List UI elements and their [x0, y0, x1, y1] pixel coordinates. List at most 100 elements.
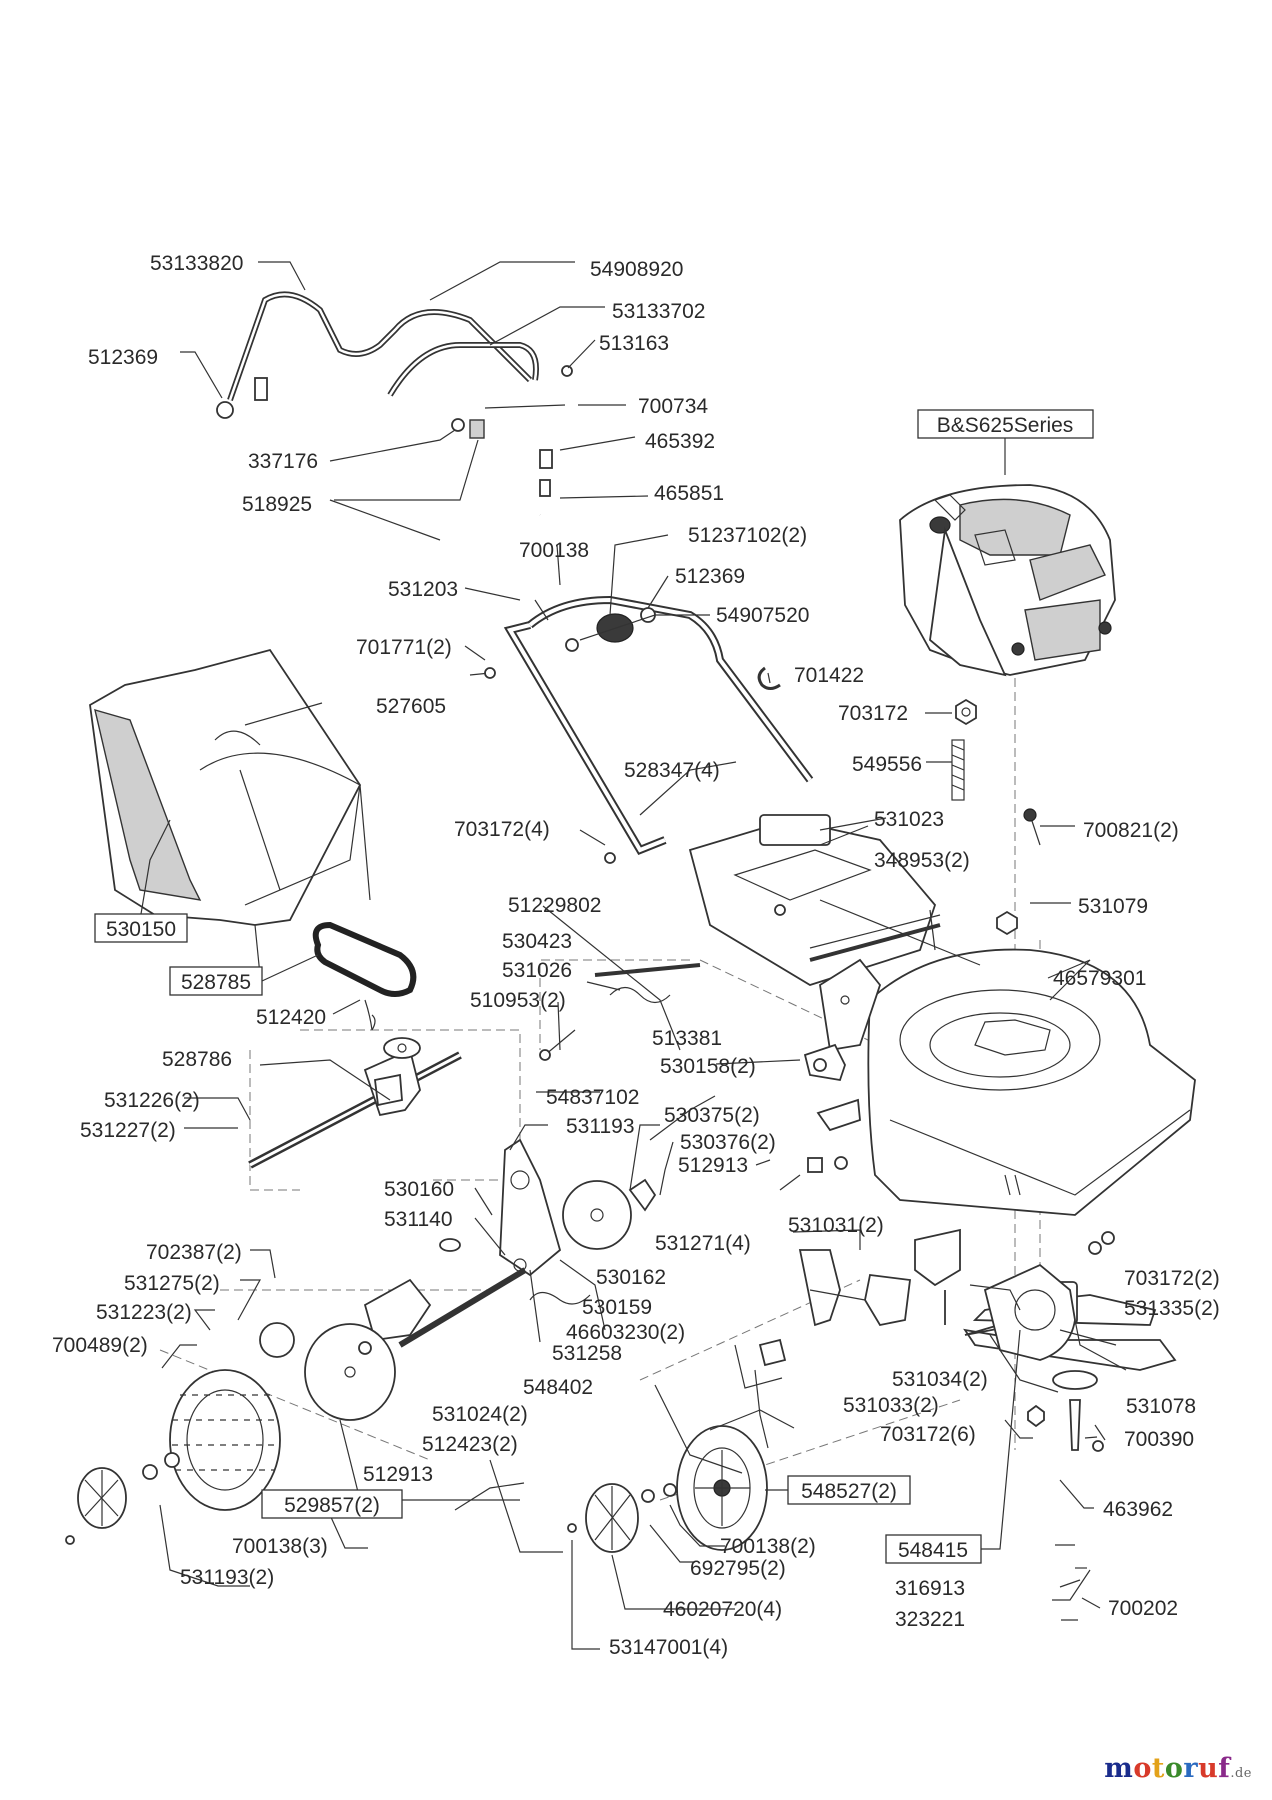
part-label: 549556 — [852, 753, 922, 776]
part-label: 703172(2) — [1124, 1267, 1220, 1290]
part-label: 512420 — [256, 1006, 326, 1029]
part-label: 548402 — [523, 1376, 593, 1399]
part-label: 531140 — [384, 1208, 453, 1231]
part-labels: 53133820 54908920 53133702 512369 513163… — [52, 252, 1220, 1659]
rear-hubcap — [65, 1452, 180, 1545]
engine-assembly — [899, 484, 1116, 677]
part-label-boxed: 548415 — [898, 1539, 968, 1562]
part-label: 703172(4) — [454, 818, 550, 841]
part-label: 46603230(2) — [566, 1321, 685, 1344]
part-label: 46020720(4) — [663, 1598, 782, 1621]
bail-lever — [216, 291, 573, 497]
part-label: 531033(2) — [843, 1394, 939, 1417]
part-label: 531335(2) — [1124, 1297, 1220, 1320]
part-label: 53133702 — [612, 300, 705, 323]
part-label: 465392 — [645, 430, 715, 453]
part-label: 527605 — [376, 695, 446, 718]
part-label: 530162 — [596, 1266, 666, 1289]
part-label: 512369 — [675, 565, 745, 588]
part-label: 531079 — [1078, 895, 1148, 918]
part-label: 530158(2) — [660, 1055, 756, 1078]
part-label: 54837102 — [546, 1086, 639, 1109]
spring-and-fasteners — [951, 698, 1041, 936]
part-label: 700138 — [519, 539, 589, 562]
part-label: 530160 — [384, 1178, 454, 1201]
part-label: 512913 — [363, 1463, 433, 1486]
part-label: 316913 — [895, 1577, 965, 1600]
part-label: 531275(2) — [124, 1272, 220, 1295]
part-label-boxed: 548527(2) — [801, 1480, 897, 1503]
part-label: 531223(2) — [96, 1301, 192, 1324]
front-wheel — [676, 1425, 768, 1551]
part-label: 531026 — [502, 959, 572, 982]
part-label: 531226(2) — [104, 1089, 200, 1112]
front-hubcap — [567, 1483, 677, 1553]
part-label: 530375(2) — [664, 1104, 760, 1127]
motoruf-watermark-logo: motoruf.de — [1104, 1753, 1252, 1784]
part-label: 528786 — [162, 1048, 232, 1071]
wheel-brackets — [758, 1043, 1115, 1452]
part-label: 703172 — [838, 702, 908, 725]
part-label: 53147001(4) — [609, 1636, 728, 1659]
part-label: 530423 — [502, 930, 572, 953]
part-label: 518925 — [242, 493, 312, 516]
part-label: 54908920 — [590, 258, 683, 281]
part-label: 51237102(2) — [688, 524, 807, 547]
part-label: 510953(2) — [470, 989, 566, 1012]
part-label-boxed: 528785 — [181, 971, 251, 994]
part-label: 531203 — [388, 578, 458, 601]
part-label: 700734 — [638, 395, 708, 418]
part-label: 531078 — [1126, 1395, 1196, 1418]
part-label: 323221 — [895, 1608, 965, 1631]
part-label: 702387(2) — [146, 1241, 242, 1264]
upper-handle — [318, 298, 542, 541]
part-label: 46579301 — [1053, 967, 1146, 990]
part-label: 530376(2) — [680, 1131, 776, 1154]
part-label: 348953(2) — [874, 849, 970, 872]
leader-lines — [159, 261, 1127, 1650]
part-label: 531227(2) — [80, 1119, 176, 1142]
part-label: 700489(2) — [52, 1334, 148, 1357]
part-label: 700202 — [1108, 1597, 1178, 1620]
part-label: 528347(4) — [624, 759, 720, 782]
part-label: 53133820 — [150, 252, 243, 275]
part-label: 531271(4) — [655, 1232, 751, 1255]
part-label: 530159 — [582, 1296, 652, 1319]
grass-bag — [89, 648, 371, 976]
part-label: 531024(2) — [432, 1403, 528, 1426]
part-label: 700138(2) — [720, 1535, 816, 1558]
part-label: 531034(2) — [892, 1368, 988, 1391]
rear-axle-parts — [259, 1138, 657, 1421]
part-label: 512913 — [678, 1154, 748, 1177]
part-label: 513163 — [599, 332, 669, 355]
part-label: 512423(2) — [422, 1433, 518, 1456]
part-label: 465851 — [654, 482, 724, 505]
part-label: 700138(3) — [232, 1535, 328, 1558]
part-label: 337176 — [248, 450, 318, 473]
part-label: 700390 — [1124, 1428, 1194, 1451]
part-label: 512369 — [88, 346, 158, 369]
rear-wheel — [169, 1369, 281, 1511]
part-label: 463962 — [1103, 1498, 1173, 1521]
part-label: 531031(2) — [788, 1214, 884, 1237]
engine-series-label: B&S625Series — [937, 414, 1074, 437]
part-label: 700821(2) — [1083, 819, 1179, 842]
part-label: 51229802 — [508, 894, 601, 917]
part-label-boxed: 530150 — [106, 918, 176, 941]
part-label: 531193(2) — [180, 1566, 274, 1589]
mower-deck — [809, 899, 1196, 1216]
part-label: 531193 — [566, 1115, 635, 1138]
lower-handle — [469, 595, 814, 864]
drive-belt — [312, 921, 417, 997]
part-label: 531258 — [552, 1342, 622, 1365]
part-label-boxed: 529857(2) — [284, 1494, 380, 1517]
part-label: 703172(6) — [880, 1423, 976, 1446]
part-label: 531023 — [874, 808, 944, 831]
part-label: 54907520 — [716, 604, 809, 627]
part-label: 692795(2) — [690, 1557, 786, 1580]
part-label: 701422 — [794, 664, 864, 687]
part-label: 701771(2) — [356, 636, 452, 659]
part-label: 513381 — [652, 1027, 722, 1050]
transmission — [248, 963, 701, 1169]
